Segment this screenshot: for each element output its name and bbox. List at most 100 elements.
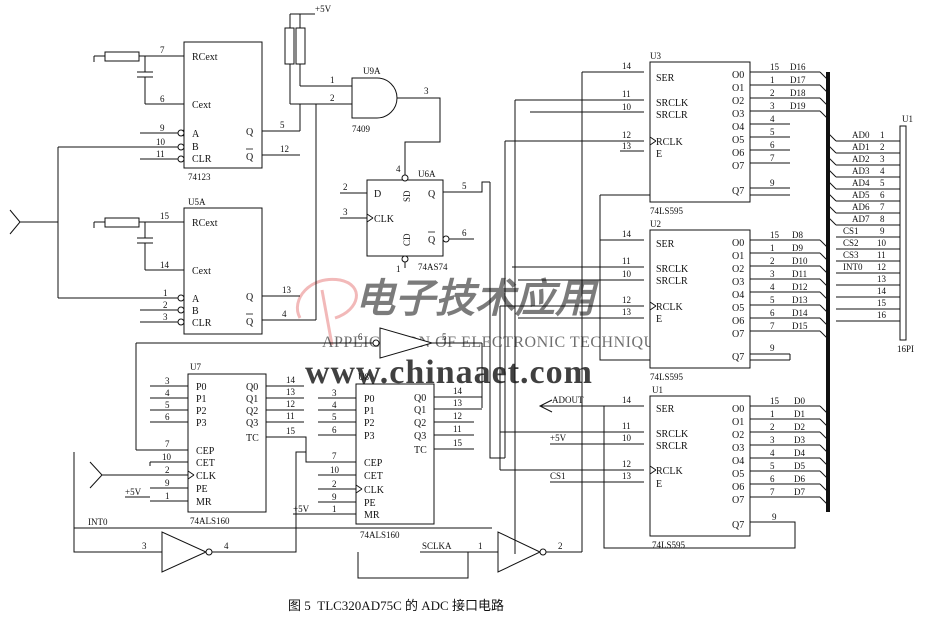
- shift-reg-3-pin-number: 4: [770, 114, 775, 124]
- shift-reg-2-pin-number: 12: [622, 295, 631, 305]
- counter-1-pin-label: Q3: [246, 418, 258, 429]
- resistor-icon: [284, 27, 295, 65]
- resistor-icon: [104, 51, 140, 62]
- one-shot-b-pin-label: Cext: [192, 266, 211, 277]
- inverter-3-pin-number: 6: [358, 332, 363, 342]
- flip-flop-pin-label: CLK: [374, 214, 395, 225]
- counter-2-pin-label: MR: [364, 510, 380, 521]
- connector-signal: CS2: [843, 238, 859, 248]
- flip-flop: [340, 174, 490, 268]
- counter-1-pin-label: CLK: [196, 471, 217, 482]
- connector-pin-number: 5: [880, 178, 885, 188]
- shift-reg-1-pin-number: 6: [770, 474, 775, 484]
- counter-2-pin-number: 5: [332, 412, 337, 422]
- shift-reg-3-pin-label: RCLK: [656, 137, 683, 148]
- counter-1-pin-label: MR: [196, 497, 212, 508]
- counter-2-pin-label: Q1: [414, 405, 426, 416]
- inverter-icon: [161, 531, 208, 573]
- one-shot-b-pin-number: 3: [163, 312, 168, 322]
- one-shot-b-pin-label: RCext: [192, 218, 218, 229]
- counter-2-pin-label: TC: [414, 445, 427, 456]
- connector-signal: AD0: [852, 130, 870, 140]
- connector-pin-number: 15: [877, 298, 887, 308]
- shift-reg-3-pin-number: 6: [770, 140, 775, 150]
- counter-1-pin-number: 6: [165, 412, 170, 422]
- shift-reg-2-pin-label: SRCLR: [656, 276, 688, 287]
- and-gate-pin-number: 2: [330, 93, 335, 103]
- shift-reg-1-pin-number: 14: [622, 395, 632, 405]
- counter-1: [89, 373, 356, 513]
- one-shot-b-pin-label: A: [192, 294, 200, 305]
- flip-flop-pin-number: 1: [396, 264, 401, 274]
- shift-reg-1-pin-label: Q7: [732, 520, 744, 531]
- shift-reg-2-pin-label: O7: [732, 329, 744, 340]
- connector-pin-number: 8: [880, 214, 885, 224]
- watermark-cn: 电子技术应用: [355, 276, 599, 321]
- counter-1-pin-number: 4: [165, 388, 170, 398]
- counter-2-pin-label: P2: [364, 418, 375, 429]
- counter-2-pin-label: P0: [364, 394, 375, 405]
- shift-reg-1-pin-label: O1: [732, 417, 744, 428]
- counter-1-supply: +5V: [125, 487, 142, 497]
- inverters-bottom: [73, 397, 582, 579]
- shift-reg-1-data-label: D3: [794, 435, 805, 445]
- shift-reg-3-pin-label: Q7: [732, 186, 744, 197]
- net-label-adout: ADOUT: [552, 395, 584, 405]
- watermark-logo-icon: [295, 277, 358, 346]
- shift-reg-1-data-label: D2: [794, 422, 805, 432]
- counter-2-pin-number: 11: [453, 424, 462, 434]
- flip-flop-pin-number: 4: [396, 164, 401, 174]
- shift-reg-2-data-label: D8: [792, 230, 803, 240]
- one-shot-a-ref: 74123: [188, 172, 211, 182]
- shift-reg-2-pin-number: 4: [770, 282, 775, 292]
- connector-pin-number: 12: [877, 262, 886, 272]
- net-label-sclka: SCLKA: [422, 541, 452, 551]
- shift-reg-1-pin-label: O4: [732, 456, 744, 467]
- connector-signal: CS1: [843, 226, 859, 236]
- shift-reg-3-pin-label: O0: [732, 70, 744, 81]
- shift-reg-2-pin-label: E: [656, 314, 662, 325]
- supply-label-top: +5V: [315, 4, 332, 14]
- flip-flop-pin-number: 2: [343, 182, 348, 192]
- shift-reg-1-data-label: D1: [794, 409, 805, 419]
- connector-pin-number: 7: [880, 202, 885, 212]
- counter-2-pin-number: 9: [332, 492, 337, 502]
- counter-1-pin-number: 2: [165, 465, 170, 475]
- counter-1-pin-label: TC: [246, 433, 259, 444]
- counter-1-pin-number: 1: [165, 491, 170, 501]
- one-shot-a-pin-label: Cext: [192, 100, 211, 111]
- connector-pin-number: 16: [877, 310, 887, 320]
- shift-reg-1-data-label: D4: [794, 448, 805, 458]
- resistor-icon: [295, 27, 306, 65]
- shift-reg-1-pin-label: O3: [732, 443, 744, 454]
- one-shot-b-pin-label: B: [192, 306, 199, 317]
- data-bus: [819, 71, 907, 512]
- inverter-icon: [497, 531, 542, 573]
- connector-signal: AD4: [852, 178, 870, 188]
- counter-2: [293, 383, 482, 525]
- connector-pin-number: 1: [880, 130, 885, 140]
- shift-reg-1-pin-label: SER: [656, 404, 675, 415]
- one-shot-b-pin-label: Q: [246, 292, 254, 303]
- net-label-int0: INT0: [88, 517, 108, 527]
- and-gate-ref: U9A: [363, 66, 381, 76]
- shift-reg-1-pin-number: 11: [622, 421, 631, 431]
- shift-reg-3-pin-label: SER: [656, 73, 675, 84]
- watermark-url: www.chinaaet.com: [305, 354, 593, 391]
- connector-pin-number: 2: [880, 142, 885, 152]
- counter-2-pin-number: 1: [332, 504, 337, 514]
- resistor-icon: [104, 217, 140, 228]
- shift-reg-1-pin-number: 4: [770, 448, 775, 458]
- counter-1-pin-label: CET: [196, 458, 215, 469]
- shift-reg-2-pin-number: 2: [770, 256, 775, 266]
- shift-reg-3-data-label: D18: [790, 88, 806, 98]
- shift-reg-1-pin-label: RCLK: [656, 466, 683, 477]
- shift-reg-1-pin-number: 1: [770, 409, 775, 419]
- counter-2-pin-number: 14: [453, 386, 463, 396]
- counter-1-pin-label: Q1: [246, 394, 258, 405]
- counter-1-pin-label: Q0: [246, 382, 258, 393]
- shift-reg-3-pin-label: O3: [732, 109, 744, 120]
- connector-part: 16PI: [897, 344, 914, 354]
- net-label-cs1: CS1: [550, 471, 566, 481]
